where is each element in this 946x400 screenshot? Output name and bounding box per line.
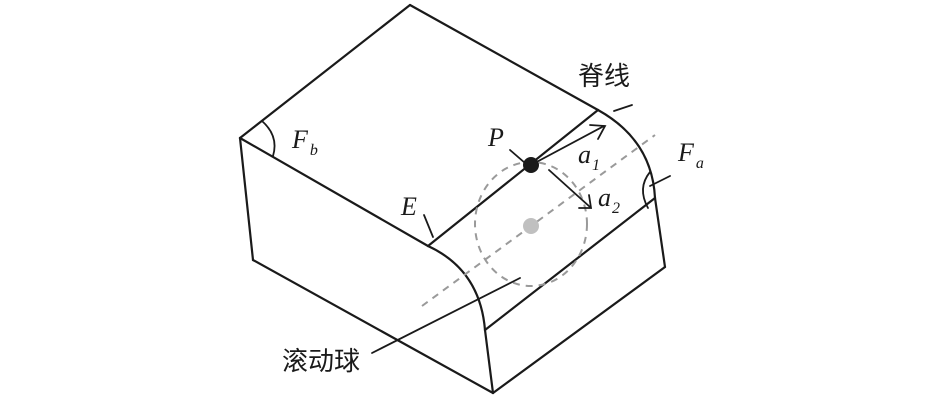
leader-P (509, 149, 526, 164)
top-face-back-left-edge (238, 3, 412, 140)
leader-rolling-ball (371, 277, 521, 354)
fillet-lower-edge (483, 196, 657, 332)
ball-center-point (523, 218, 539, 234)
right-face-vertical-edge (653, 196, 667, 269)
block-outline (238, 3, 667, 395)
left-face-top-edge (238, 136, 430, 248)
right-face-bottom-edge (491, 265, 667, 395)
direction-a2-arrow (548, 169, 593, 209)
label-E: E (400, 192, 417, 221)
label-a1: a1 (578, 140, 600, 174)
direction-a1-arrow (530, 124, 607, 166)
label-P: P (487, 123, 504, 152)
leader-Fa (649, 175, 671, 187)
fillet-upper-edge (426, 108, 600, 248)
ridge-line (421, 134, 656, 307)
front-fillet-curve (426, 244, 487, 332)
label-rolling-ball: 滚动球 (282, 347, 360, 377)
front-face-vertical-edge (483, 328, 495, 395)
angle-arc-Fb (261, 120, 276, 157)
left-face-bottom-edge (251, 258, 495, 395)
label-a2: a2 (598, 183, 620, 217)
back-fillet-curve (596, 108, 657, 200)
top-face-back-right-edge (408, 3, 600, 112)
leader-ridge-line (613, 104, 633, 112)
label-ridge-line: 脊线 (578, 62, 630, 92)
left-face-left-edge (238, 136, 255, 262)
leader-E (423, 214, 434, 238)
angle-arc-Fa (642, 171, 651, 209)
